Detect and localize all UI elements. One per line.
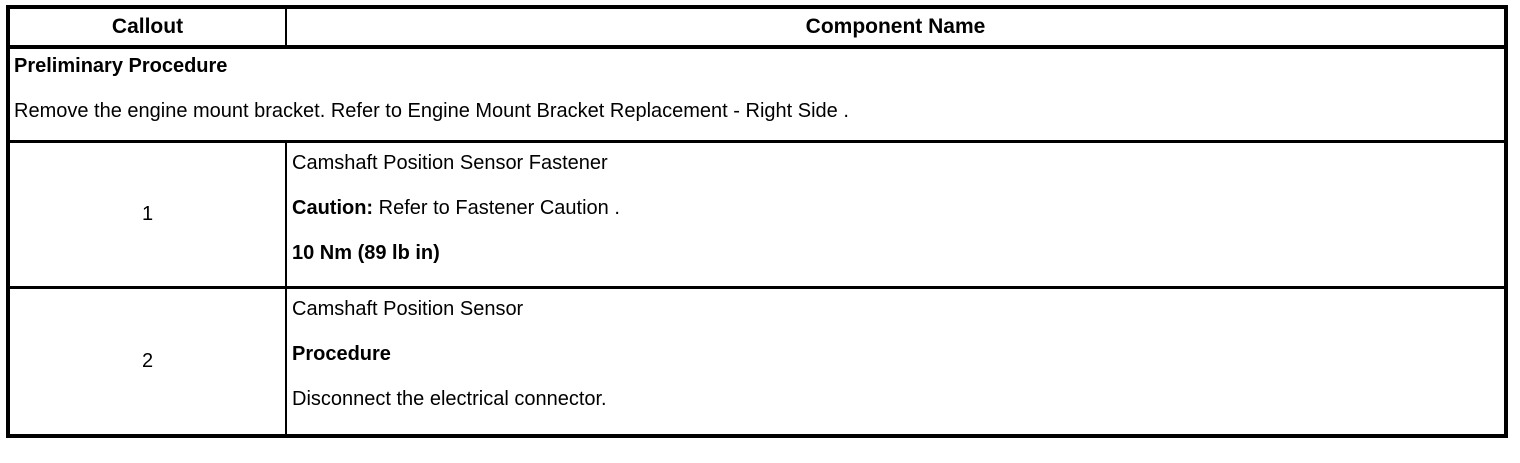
caution-reference-text: Refer to Fastener Caution . (378, 196, 620, 219)
component-name-text: Camshaft Position Sensor (292, 297, 524, 320)
preliminary-procedure-cell: Preliminary Procedure Remove the engine … (7, 45, 1507, 143)
procedure-step-text: Disconnect the electrical connector. (292, 387, 607, 410)
column-header-callout: Callout (7, 6, 287, 49)
component-cell: Camshaft Position Sensor Procedure Disco… (285, 286, 1507, 438)
table-row: 2 Camshaft Position Sensor Procedure Dis… (7, 286, 1507, 438)
preliminary-procedure-row: Preliminary Procedure Remove the engine … (7, 45, 1507, 143)
column-header-component-name: Component Name (285, 6, 1507, 49)
component-name-text: Camshaft Position Sensor Fastener (292, 151, 608, 174)
table-header-row: Callout Component Name (7, 6, 1507, 49)
callout-number: 2 (7, 286, 287, 438)
caution-label: Caution: (292, 196, 374, 219)
component-cell: Camshaft Position Sensor Fastener Cautio… (285, 140, 1507, 289)
preliminary-procedure-heading: Preliminary Procedure (14, 55, 228, 77)
caution-note: Caution: Refer to Fastener Caution . (292, 196, 1496, 220)
component-callout-table: Callout Component Name Preliminary Proce… (6, 5, 1508, 438)
torque-spec: 10 Nm (89 lb in) (292, 241, 440, 264)
callout-number: 1 (7, 140, 287, 289)
procedure-label: Procedure (292, 342, 391, 365)
table-row: 1 Camshaft Position Sensor Fastener Caut… (7, 140, 1507, 289)
preliminary-procedure-instruction: Remove the engine mount bracket. Refer t… (14, 100, 849, 122)
